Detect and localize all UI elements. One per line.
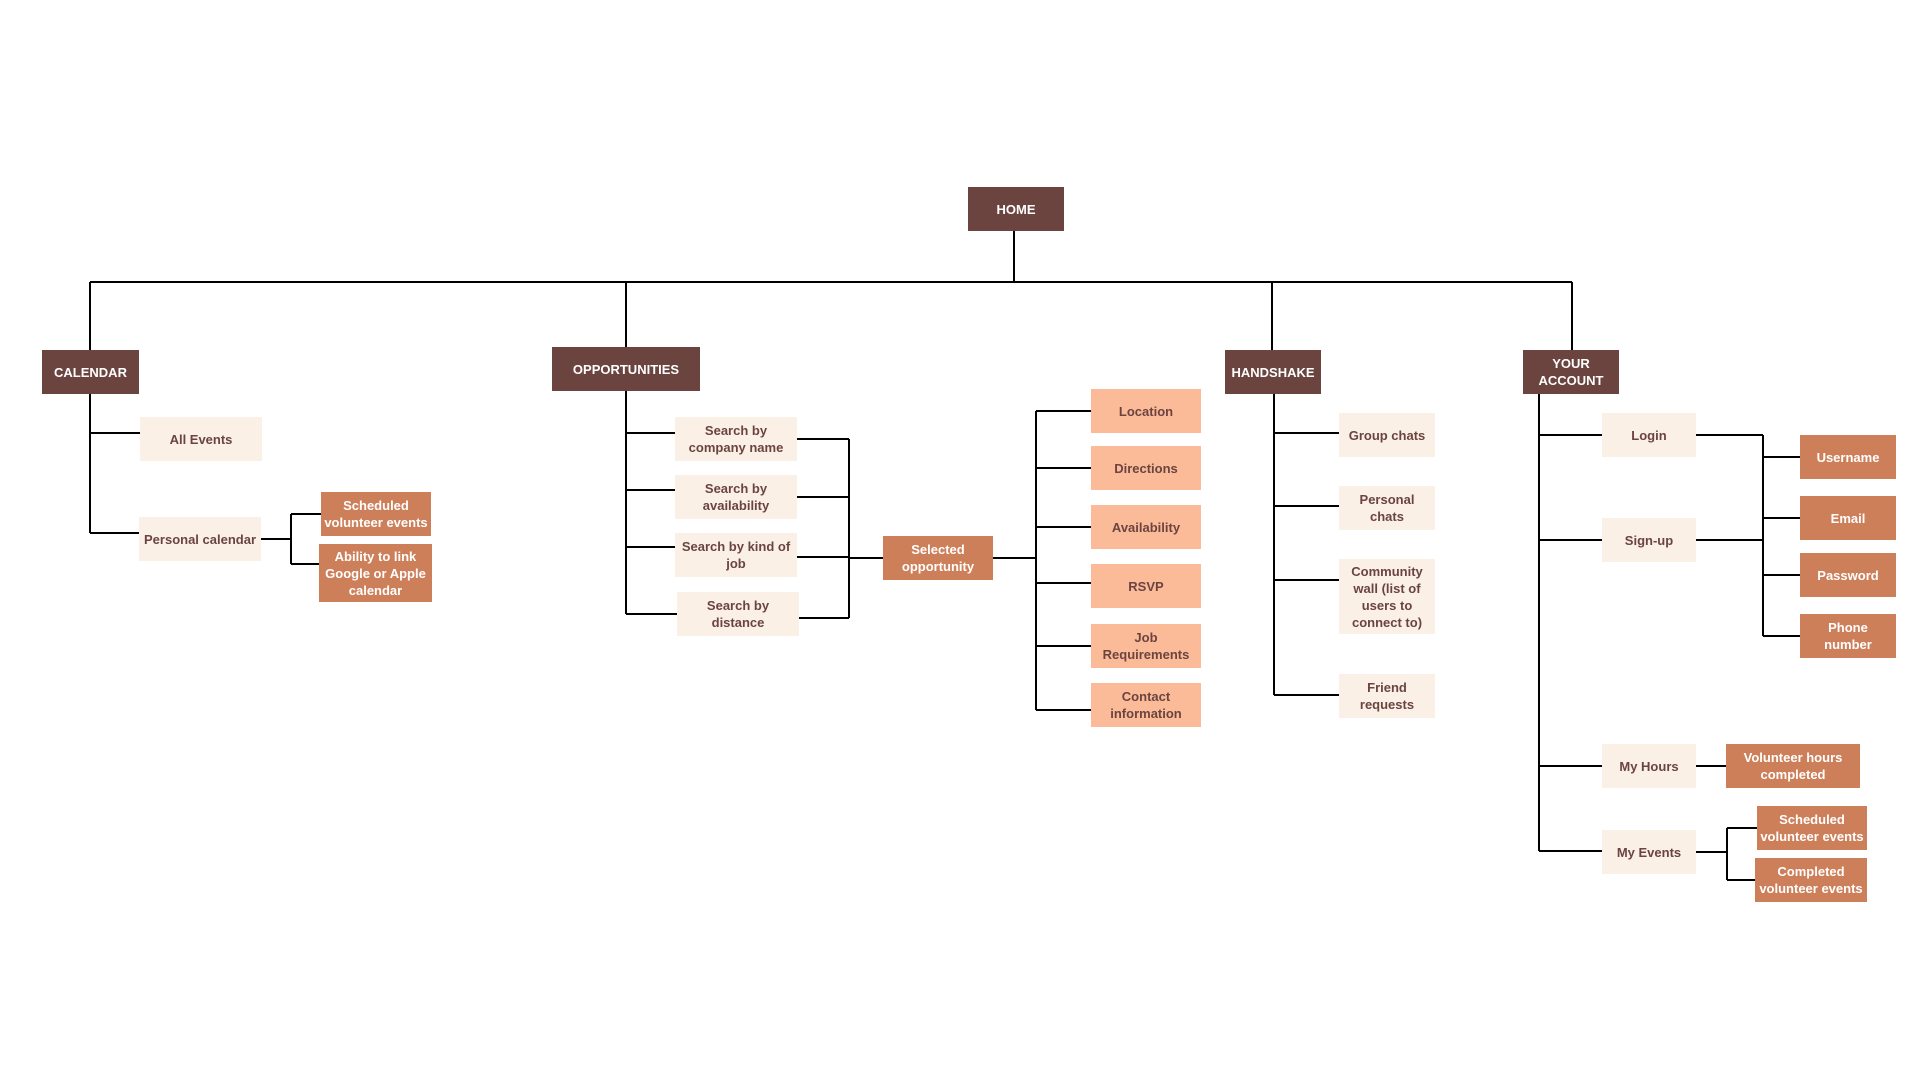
completed-events-node: Completed volunteer events bbox=[1755, 858, 1867, 902]
phone-number-node: Phone number bbox=[1800, 614, 1896, 658]
link-external-calendar-node: Ability to link Google or Apple calendar bbox=[319, 544, 432, 602]
location-node: Location bbox=[1091, 389, 1201, 433]
signup-node: Sign-up bbox=[1602, 518, 1696, 562]
search-job-kind-node: Search by kind of job bbox=[675, 533, 797, 577]
home-node: HOME bbox=[968, 187, 1064, 231]
search-availability-node: Search by availability bbox=[675, 475, 797, 519]
my-events-node: My Events bbox=[1602, 830, 1696, 874]
job-requirements-node: Job Requirements bbox=[1091, 624, 1201, 668]
calendar-node: CALENDAR bbox=[42, 350, 139, 394]
directions-node: Directions bbox=[1091, 446, 1201, 490]
email-node: Email bbox=[1800, 496, 1896, 540]
password-node: Password bbox=[1800, 553, 1896, 597]
contact-information-node: Contact information bbox=[1091, 683, 1201, 727]
availability-node: Availability bbox=[1091, 505, 1201, 549]
opportunities-node: OPPORTUNITIES bbox=[552, 347, 700, 391]
search-distance-node: Search by distance bbox=[677, 592, 799, 636]
all-events-node: All Events bbox=[140, 417, 262, 461]
handshake-node: HANDSHAKE bbox=[1225, 350, 1321, 394]
account-scheduled-events-node: Scheduled volunteer events bbox=[1757, 806, 1867, 850]
selected-opportunity-node: Selected opportunity bbox=[883, 536, 993, 580]
my-hours-node: My Hours bbox=[1602, 744, 1696, 788]
volunteer-hours-completed-node: Volunteer hours completed bbox=[1726, 744, 1860, 788]
friend-requests-node: Friend requests bbox=[1339, 674, 1435, 718]
group-chats-node: Group chats bbox=[1339, 413, 1435, 457]
personal-chats-node: Personal chats bbox=[1339, 486, 1435, 530]
your-account-node: YOUR ACCOUNT bbox=[1523, 350, 1619, 394]
community-wall-node: Community wall (list of users to connect… bbox=[1339, 559, 1435, 634]
calendar-scheduled-events-node: Scheduled volunteer events bbox=[321, 492, 431, 536]
username-node: Username bbox=[1800, 435, 1896, 479]
rsvp-node: RSVP bbox=[1091, 564, 1201, 608]
personal-calendar-node: Personal calendar bbox=[139, 517, 261, 561]
login-node: Login bbox=[1602, 413, 1696, 457]
search-company-node: Search by company name bbox=[675, 417, 797, 461]
